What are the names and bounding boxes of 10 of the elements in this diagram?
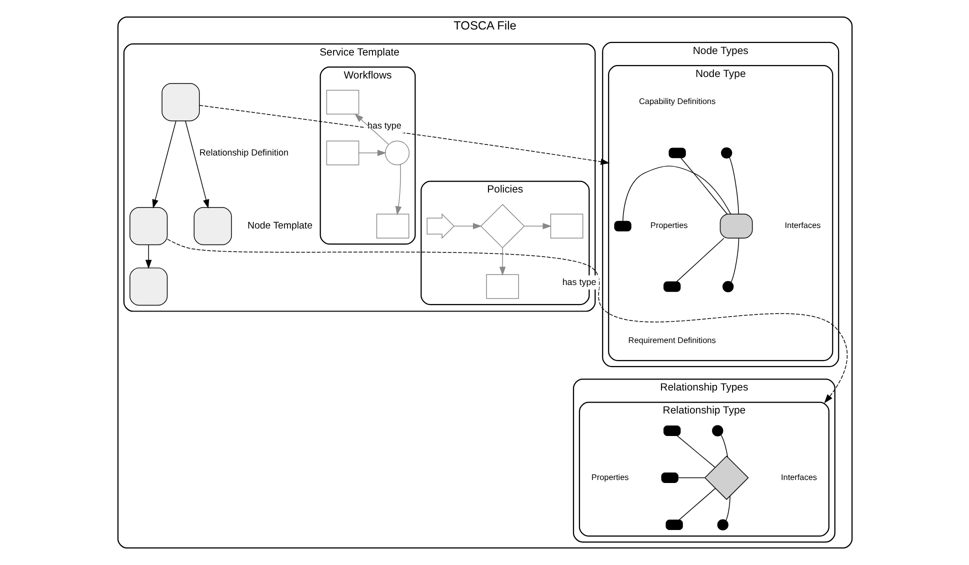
- node-label: Node Template: [247, 220, 312, 232]
- label: Interfaces: [784, 221, 820, 230]
- edge-label: has type: [367, 120, 401, 131]
- label: Interfaces: [780, 472, 817, 482]
- label: Properties: [650, 221, 688, 230]
- label: Properties: [590, 472, 628, 482]
- label: Capability Definitions: [638, 97, 716, 106]
- label: Requirement Definitions: [628, 336, 716, 346]
- edge-label: has type: [562, 277, 596, 288]
- edge-label: Relationship Definition: [198, 148, 288, 158]
